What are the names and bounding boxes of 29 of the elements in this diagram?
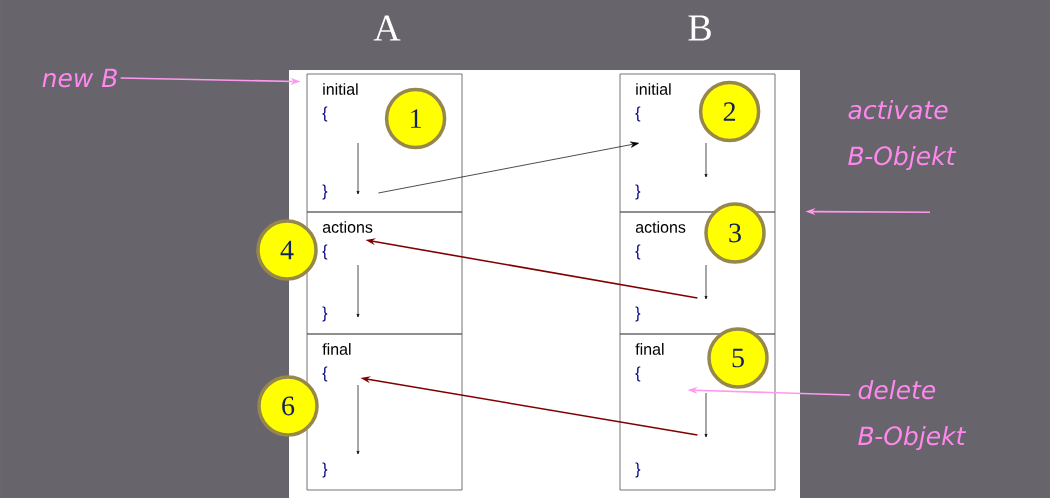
code-block (619, 73, 776, 213)
brace: { (635, 244, 641, 260)
annotation-text: delete B-Objekt (858, 379, 967, 451)
annotation-text: activate B-Objekt (848, 99, 957, 171)
column-heading: A (373, 15, 401, 41)
brace: { (322, 366, 328, 382)
arrow (378, 141, 639, 194)
code-block (306, 211, 463, 335)
brace: } (322, 462, 328, 478)
annotation-text: new B (42, 68, 117, 88)
brace: { (322, 106, 328, 122)
block-heading: initial (323, 83, 358, 95)
brace: { (635, 366, 641, 382)
column-heading: B (688, 15, 711, 41)
code-block (306, 73, 463, 213)
block-heading: final (635, 343, 664, 355)
block-heading: initial (636, 83, 671, 95)
code-block (619, 333, 776, 491)
code-block (306, 333, 463, 491)
brace: } (322, 306, 328, 322)
block-heading: actions (635, 221, 686, 233)
brace: { (322, 244, 328, 260)
brace: } (322, 184, 328, 200)
block-heading: final (322, 343, 351, 355)
brace: { (635, 106, 641, 122)
block-heading: actions (322, 221, 373, 233)
brace: } (635, 462, 641, 478)
brace: } (635, 184, 641, 200)
brace: } (635, 306, 641, 322)
